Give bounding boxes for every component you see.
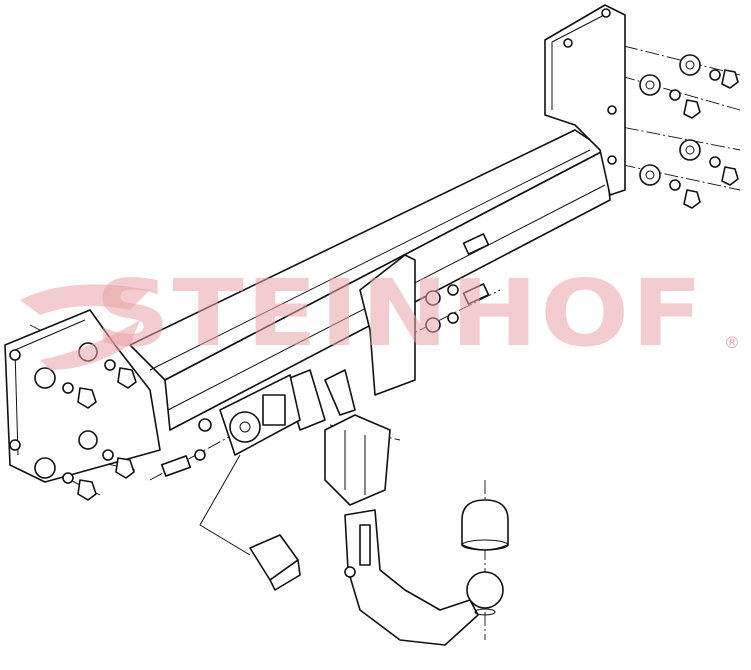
tow-ball-neck <box>344 509 479 646</box>
steinhof-logo-swoosh-icon <box>20 284 150 370</box>
steinhof-watermark: STEINHOF ® <box>20 260 740 370</box>
right-mounting-plate <box>544 4 626 196</box>
center-bracket <box>284 254 416 431</box>
registered-mark: ® <box>724 333 740 352</box>
coupling-bracket <box>324 414 391 506</box>
ball-cap <box>461 499 509 551</box>
socket-plate <box>219 374 301 456</box>
electrical-socket <box>199 454 301 591</box>
watermark-brand-text: STEINHOF <box>95 260 705 367</box>
tow-ball <box>466 571 504 616</box>
